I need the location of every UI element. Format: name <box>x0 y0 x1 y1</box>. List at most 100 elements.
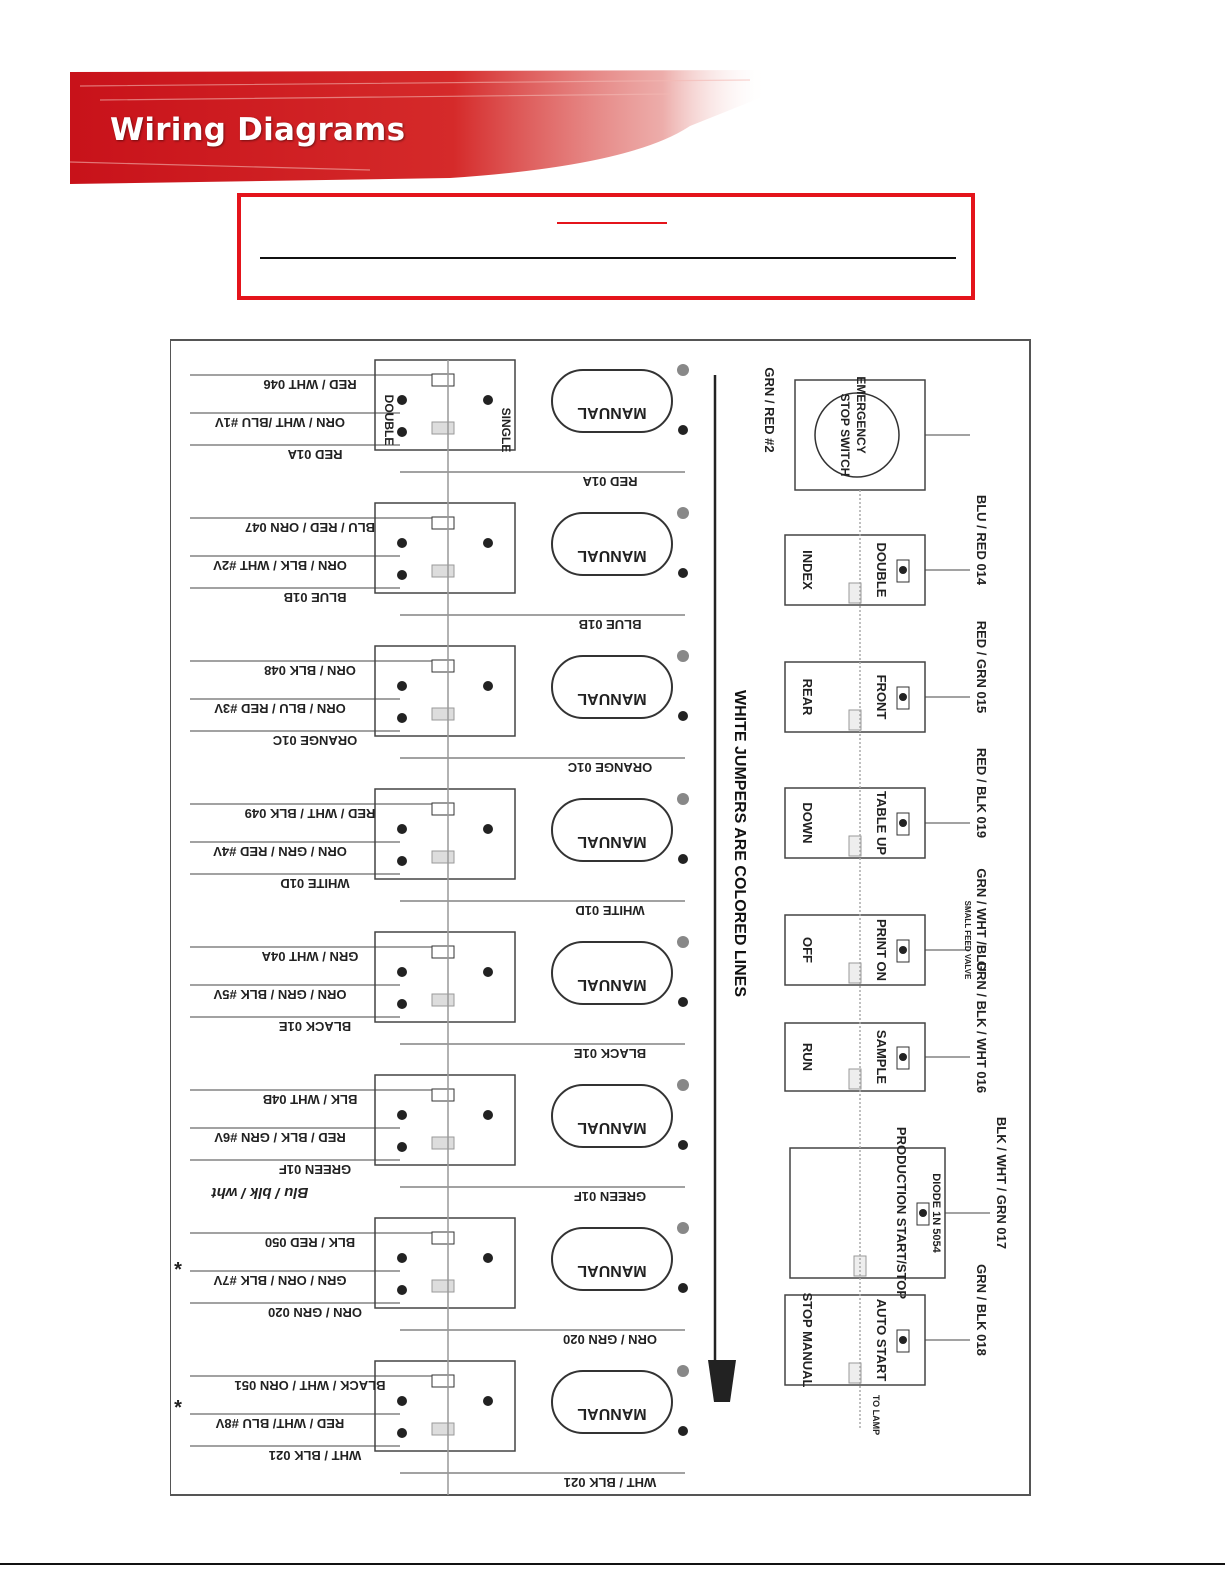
switch-label: STOP SWITCH <box>838 394 852 477</box>
manual-button <box>551 512 673 576</box>
terminal-dot <box>677 650 689 662</box>
terminal-dot <box>483 681 493 691</box>
switch-contact <box>431 373 455 387</box>
toggle-contact <box>896 686 910 710</box>
terminal-dot <box>397 1428 407 1438</box>
wire-label-bot: RED 01A <box>287 447 343 462</box>
terminal-dot <box>899 1053 907 1061</box>
switch-off-label: STOP MANUAL <box>800 1293 815 1388</box>
wire-label-top: ORN / BLK 048 <box>264 663 356 678</box>
switch-off-label: OFF <box>800 937 815 963</box>
manual-button <box>551 655 673 719</box>
switch-label: SINGLE <box>499 408 513 453</box>
wire-label-mid: ORN / WHT /BLU #1V <box>215 415 345 430</box>
terminal-dot <box>678 1426 688 1436</box>
wire-label-top: BLK / WHT 04B <box>263 1092 358 1107</box>
switch-contact <box>431 1422 455 1436</box>
terminal-dot <box>397 395 407 405</box>
toggle-contact <box>848 1068 862 1090</box>
switch-contact <box>431 659 455 673</box>
terminal-dot <box>678 997 688 1007</box>
terminal-dot <box>483 824 493 834</box>
wire-label: GRN / WHT /BLU <box>974 868 989 971</box>
terminal-dot <box>397 824 407 834</box>
terminal-dot <box>677 507 689 519</box>
switch-on-label: TABLE UP <box>874 791 889 855</box>
terminal-dot <box>677 1222 689 1234</box>
wire-label: BLU / RED 014 <box>974 495 989 586</box>
wire-label-top: RED / WHT 046 <box>263 377 356 392</box>
toggle-contact <box>848 835 862 857</box>
toggle-contact <box>916 1202 930 1226</box>
manual-label: MANUAL <box>577 1405 647 1422</box>
notice-frame <box>237 193 975 300</box>
switch-contact <box>431 802 455 816</box>
switch-box <box>374 788 516 880</box>
wire-label-mid: ORN / BLU / RED #3V <box>214 701 346 716</box>
terminal-dot <box>677 936 689 948</box>
wire-label-mid: ORN / GRN / RED #4V <box>213 844 347 859</box>
manual-button <box>551 941 673 1005</box>
wire-label-bot: BLACK 01E <box>279 1019 352 1034</box>
switch-off-label: INDEX <box>800 550 815 590</box>
header-banner <box>70 70 768 184</box>
terminal-dot <box>483 967 493 977</box>
wire-label-mid: RED / WHT/ BLU #8V <box>215 1416 344 1431</box>
terminal-dot <box>899 1336 907 1344</box>
wire-label-top: BLACK / WHT / ORN 051 <box>235 1378 386 1393</box>
wire-label-bot: WHT / BLK 021 <box>269 1448 361 1463</box>
manual-label: MANUAL <box>577 976 647 993</box>
terminal-dot <box>397 967 407 977</box>
wire-label-mid: ORN / GRN / BLK #5V <box>213 987 346 1002</box>
switch-contact <box>431 1136 455 1150</box>
manual-label: MANUAL <box>577 1119 647 1136</box>
switch-contact <box>431 1374 455 1388</box>
wire-label-under: WHITE 01D <box>575 903 644 918</box>
wire-label-top: BLK / RED 050 <box>265 1235 355 1250</box>
manual-button <box>551 798 673 862</box>
right-switch-block: DOUBLE INDEX BLU / RED 014 <box>784 495 989 606</box>
terminal-dot <box>678 1283 688 1293</box>
wire-label-bot: ORANGE 01C <box>272 733 357 748</box>
wire-label: BLK / WHT / GRN 017 <box>994 1117 1009 1249</box>
subnote-label: SMALL FEED VALVE <box>963 901 972 980</box>
terminal-dot <box>483 538 493 548</box>
terminal-dot <box>899 566 907 574</box>
terminal-dot <box>397 570 407 580</box>
toggle-contact <box>896 812 910 836</box>
wire-label-mid: RED / BLK / GRN #6V <box>214 1130 346 1145</box>
switch-box <box>374 502 516 594</box>
wire-label-bot: ORN / GRN 020 <box>268 1305 362 1320</box>
wire-label-under: ORN / GRN 020 <box>563 1332 657 1347</box>
wire-label-under: ORANGE 01C <box>567 760 652 775</box>
notice-underline-long <box>260 257 956 259</box>
terminal-dot <box>397 1142 407 1152</box>
terminal-dot <box>678 1140 688 1150</box>
diode-label: DIODE 1N 5054 <box>930 1173 942 1253</box>
switch-label: EMERGENCY <box>854 376 868 453</box>
switch-box <box>374 1360 516 1452</box>
handwritten-note: Blu / blk / wht <box>211 1184 309 1201</box>
terminal-dot <box>397 713 407 723</box>
switch-contact <box>431 516 455 530</box>
terminal-dot <box>397 856 407 866</box>
wire-label-under: WHT / BLK 021 <box>564 1475 656 1490</box>
wire-label-under: RED 01A <box>582 474 638 489</box>
terminal-dot <box>483 395 493 405</box>
switch-on-label: DOUBLE <box>874 543 889 598</box>
notice-underline-short <box>557 222 667 224</box>
switch-label: DOUBLE <box>382 395 396 446</box>
switch-contact <box>431 1279 455 1293</box>
